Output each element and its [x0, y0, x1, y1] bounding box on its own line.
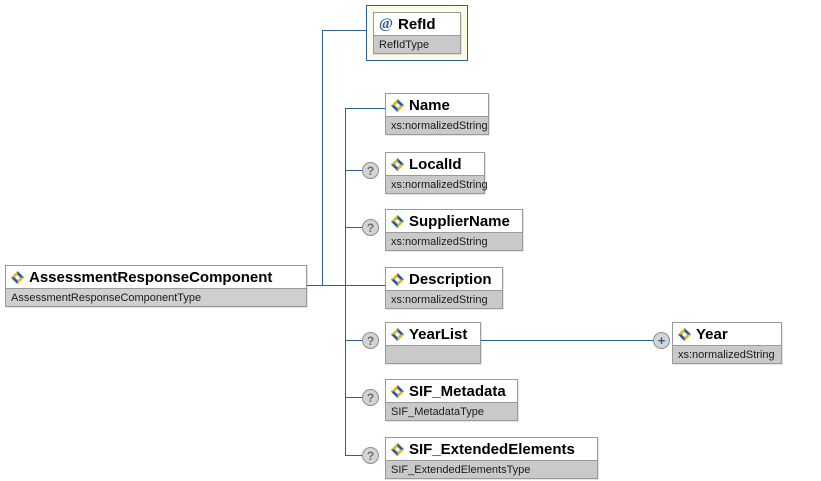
node-sif-metadata[interactable]: SIF_Metadata SIF_MetadataType	[385, 379, 518, 421]
connector-to-yearlist	[345, 340, 362, 341]
node-title: Description	[409, 270, 492, 288]
node-name-row: YearList	[386, 323, 480, 345]
connector-to-suppliername	[345, 227, 362, 228]
node-type-label: xs:normalizedString	[391, 235, 488, 248]
node-title: LocalId	[409, 155, 462, 173]
node-assessmentresponsecomponent[interactable]: AssessmentResponseComponent AssessmentRe…	[5, 265, 307, 307]
node-title: RefId	[398, 15, 436, 33]
node-name-row: Name	[386, 94, 488, 116]
element-icon	[390, 98, 405, 113]
node-type-label: xs:normalizedString	[678, 348, 775, 361]
element-icon	[390, 214, 405, 229]
connector-children-spine	[345, 108, 346, 455]
node-title: SIF_ExtendedElements	[409, 440, 575, 458]
connector-attr-riser	[322, 30, 323, 286]
node-name-row: SupplierName	[386, 210, 522, 232]
element-icon	[390, 272, 405, 287]
element-icon	[390, 384, 405, 399]
node-description[interactable]: Description xs:normalizedString	[385, 267, 503, 309]
node-refid[interactable]: @ RefId RefIdType	[373, 12, 461, 54]
element-icon	[10, 270, 25, 285]
optional-marker-sifmetadata[interactable]: ?	[362, 389, 379, 406]
node-localid[interactable]: LocalId xs:normalizedString	[385, 152, 488, 194]
connector-to-sifextendedelements	[345, 455, 362, 456]
node-type-label: SIF_MetadataType	[391, 405, 484, 418]
node-type-label: xs:normalizedString	[391, 119, 488, 132]
node-title: Name	[409, 96, 450, 114]
node-title: SupplierName	[409, 212, 510, 230]
element-icon	[390, 442, 405, 457]
connector-to-localid	[345, 170, 362, 171]
connector-attr-to-refid	[322, 30, 378, 31]
node-name-row: AssessmentResponseComponent	[6, 266, 306, 288]
node-name-row: LocalId	[386, 153, 484, 175]
node-type-row: xs:normalizedString	[386, 290, 502, 308]
node-type-label: xs:normalizedString	[391, 178, 488, 191]
node-name-row: Description	[386, 268, 502, 290]
node-type-label: AssessmentResponseComponentType	[11, 291, 202, 304]
attribute-group-frame: @ RefId RefIdType	[366, 5, 468, 61]
node-sif-extendedelements[interactable]: SIF_ExtendedElements SIF_ExtendedElement…	[385, 437, 598, 479]
optional-marker-sifextendedelements[interactable]: ?	[362, 447, 379, 464]
node-type-row: SIF_ExtendedElementsType	[386, 460, 597, 478]
node-suppliername[interactable]: SupplierName xs:normalizedString	[385, 209, 523, 251]
node-year[interactable]: Year xs:normalizedString	[672, 322, 782, 364]
node-title: SIF_Metadata	[409, 382, 506, 400]
node-title: YearList	[409, 325, 468, 343]
connector-yearlist-to-year	[481, 340, 653, 341]
expand-marker-year[interactable]: +	[653, 332, 670, 349]
node-type-row: xs:normalizedString	[673, 345, 781, 363]
node-title: Year	[696, 325, 728, 343]
node-type-row: AssessmentResponseComponentType	[6, 288, 306, 306]
node-name-row: SIF_ExtendedElements	[386, 438, 597, 460]
node-type-label: xs:normalizedString	[391, 293, 488, 306]
element-icon	[390, 157, 405, 172]
node-type-row: xs:normalizedString	[386, 232, 522, 250]
connector-root-stub	[307, 285, 345, 286]
optional-marker-yearlist[interactable]: ?	[362, 332, 379, 349]
node-title: AssessmentResponseComponent	[29, 268, 273, 286]
node-name-row: Year	[673, 323, 781, 345]
element-icon	[677, 327, 692, 342]
node-name[interactable]: Name xs:normalizedString	[385, 93, 489, 135]
node-type-row: xs:normalizedString	[386, 116, 488, 134]
attribute-at-icon: @	[379, 15, 393, 32]
node-type-label: RefIdType	[379, 38, 430, 51]
element-icon	[390, 327, 405, 342]
connector-to-sifmetadata	[345, 397, 362, 398]
node-yearlist[interactable]: YearList	[385, 322, 481, 364]
node-type-row	[386, 345, 480, 363]
node-type-row: SIF_MetadataType	[386, 402, 517, 420]
connector-to-description	[345, 285, 385, 286]
node-type-row: xs:normalizedString	[386, 175, 488, 193]
optional-marker-localid[interactable]: ?	[362, 162, 379, 179]
node-name-row: SIF_Metadata	[386, 380, 517, 402]
node-name-row: @ RefId	[374, 13, 460, 35]
optional-marker-suppliername[interactable]: ?	[362, 219, 379, 236]
connector-to-name	[345, 108, 385, 109]
node-type-label: SIF_ExtendedElementsType	[391, 463, 531, 476]
node-type-row: RefIdType	[374, 35, 460, 53]
